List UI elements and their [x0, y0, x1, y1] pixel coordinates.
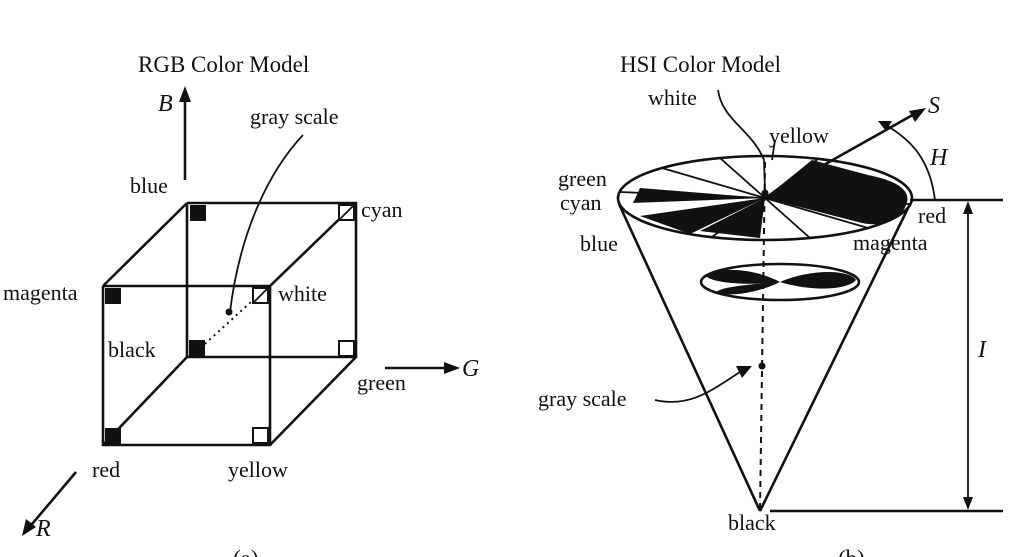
hsi-green-label: green [558, 166, 607, 191]
hsi-inner-ellipse [699, 262, 861, 302]
hsi-gray-scale-leader [654, 371, 741, 403]
hsi-yellow-leader [771, 139, 776, 161]
rgb-black-label: black [108, 337, 156, 362]
b-axis-label: B [158, 91, 173, 117]
hsi-wedge-red-magenta [765, 174, 908, 225]
hsi-panel: HSI Color Model S H [538, 52, 1003, 557]
rgb-gray-scale-leader [229, 134, 304, 313]
hsi-gray-axis [759, 161, 766, 511]
blue-corner-marker [190, 205, 206, 221]
g-axis-arrowhead [444, 362, 460, 374]
hsi-wedge-yellow [765, 160, 868, 198]
hsi-cyan-label: cyan [560, 190, 602, 215]
hsi-inner-wedge-1 [706, 269, 780, 284]
black-corner-marker [189, 340, 205, 356]
cyan-marker-diag [338, 204, 355, 221]
i-bottom-arrowhead [963, 497, 973, 510]
s-axis-arrowhead [909, 108, 926, 122]
cube-edge-bottom-right [269, 356, 357, 446]
s-axis-label: S [928, 93, 940, 119]
rgb-caption: (a) [233, 546, 259, 557]
cube-edge-top-left [102, 202, 188, 287]
hsi-gray-scale-dot [758, 362, 766, 370]
hsi-inner-wedge-2 [780, 272, 856, 289]
r-axis-label: R [35, 516, 51, 542]
hsi-cone-right-side [758, 203, 912, 512]
hsi-center-dot [761, 189, 769, 197]
h-axis-label: H [929, 145, 949, 171]
h-arc [883, 123, 936, 201]
rgb-yellow-label: yellow [228, 457, 288, 482]
rgb-red-label: red [92, 457, 120, 482]
magenta-corner-marker [105, 288, 121, 304]
h-arc-arrowhead [878, 121, 892, 131]
yellow-corner-marker [252, 427, 269, 444]
hsi-inner-wedge-3 [716, 282, 780, 295]
rgb-gray-scale-label: gray scale [250, 104, 339, 129]
hsi-caption: (b) [838, 546, 865, 557]
hsi-wedge-blue-magenta [700, 198, 765, 238]
i-top-arrowhead [963, 201, 973, 214]
r-axis-arrowhead [22, 519, 36, 536]
green-corner-marker [338, 340, 355, 357]
hsi-magenta-label: magenta [853, 230, 928, 255]
hsi-yellow-label: yellow [769, 123, 829, 148]
b-axis-arrowhead [179, 86, 191, 102]
rgb-green-label: green [357, 370, 406, 395]
rgb-magenta-label: magenta [3, 280, 78, 305]
g-axis-label: G [462, 356, 479, 382]
hsi-cone-left-side [617, 203, 762, 512]
s-axis-line [764, 110, 919, 200]
rgb-gray-scale-dot [225, 308, 233, 316]
i-axis-label: I [977, 337, 987, 363]
hsi-white-leader [717, 89, 766, 191]
hsi-white-label: white [648, 85, 697, 110]
r-axis-line [26, 471, 77, 531]
hsi-red-label: red [918, 203, 946, 228]
hsi-gray-scale-leader-arrowhead [736, 366, 752, 378]
rgb-white-label: white [278, 281, 327, 306]
hsi-wedge-cyan-blue [640, 198, 765, 234]
hsi-blue-label: blue [580, 231, 618, 256]
white-marker-diag [252, 287, 269, 304]
rgb-panel: RGB Color Model B G R gray scale [3, 52, 479, 557]
rgb-blue-label: blue [130, 173, 168, 198]
red-corner-marker [105, 428, 121, 444]
rgb-cyan-label: cyan [361, 197, 403, 222]
hsi-title: HSI Color Model [620, 52, 781, 77]
hsi-black-label: black [728, 510, 776, 535]
hsi-top-ellipse [616, 154, 914, 242]
hsi-gray-scale-label: gray scale [538, 386, 627, 411]
rgb-title: RGB Color Model [138, 52, 309, 77]
